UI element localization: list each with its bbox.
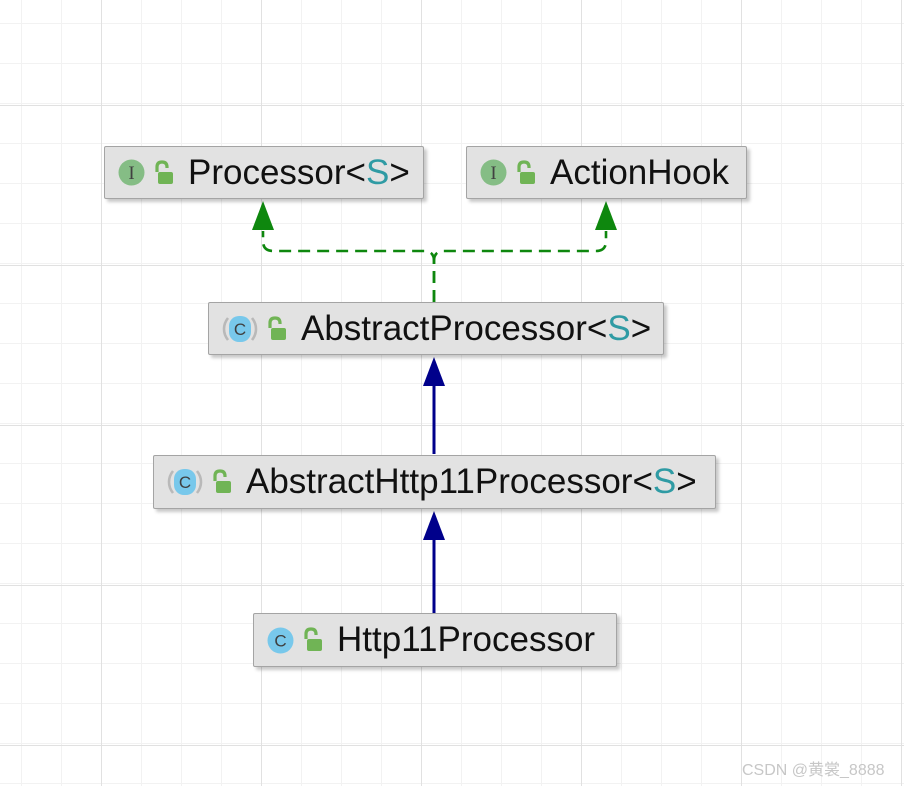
class-node-abstractprocessor[interactable]: C AbstractProcessor<S> [208,302,664,355]
public-lock-icon [517,159,535,184]
class-name-label: Http11Processor [337,620,596,659]
edge-extends-abstracthttp11processor[interactable] [423,511,445,613]
class-node-actionhook[interactable]: I ActionHook [466,146,747,199]
public-lock-icon [268,315,286,340]
class-name-label: AbstractProcessor<S> [301,308,652,348]
arrowhead-implements-processor [252,201,274,230]
svg-text:I: I [490,163,496,184]
svg-text:C: C [179,473,191,492]
generic-type: S [652,462,677,501]
interface-icon: I [480,159,507,186]
public-lock-icon [213,469,231,493]
svg-text:C: C [234,320,246,339]
class-name-label: AbstractHttp11Processor<S> [246,462,697,501]
interface-icon: I [118,159,145,186]
svg-text:I: I [128,163,134,184]
arrowhead-extends-abstracthttp11processor [423,511,445,540]
arrowhead-extends-abstractprocessor [423,357,445,386]
class-node-http11processor[interactable]: C Http11Processor [253,613,617,667]
svg-text:C: C [274,631,286,650]
edge-implements-actionhook[interactable] [432,201,617,302]
public-lock-icon [155,159,173,184]
class-name-label: ActionHook [550,152,729,192]
class-node-abstracthttp11processor[interactable]: C AbstractHttp11Processor<S> [153,455,716,509]
generic-type: S [366,152,390,192]
csdn-watermark: CSDN @黄裳_8888 [742,762,885,779]
class-name-label: Processor<S> [188,152,410,192]
arrowhead-implements-actionhook [595,201,617,230]
class-icon: C [267,627,294,653]
edge-extends-abstractprocessor[interactable] [423,357,445,454]
abstract-class-icon: C [167,469,203,495]
public-lock-icon [304,627,322,651]
class-node-processor[interactable]: I Processor<S> [104,146,424,199]
edge-implements-processor[interactable] [252,201,436,302]
generic-type: S [607,308,631,348]
abstract-class-icon: C [222,315,258,342]
